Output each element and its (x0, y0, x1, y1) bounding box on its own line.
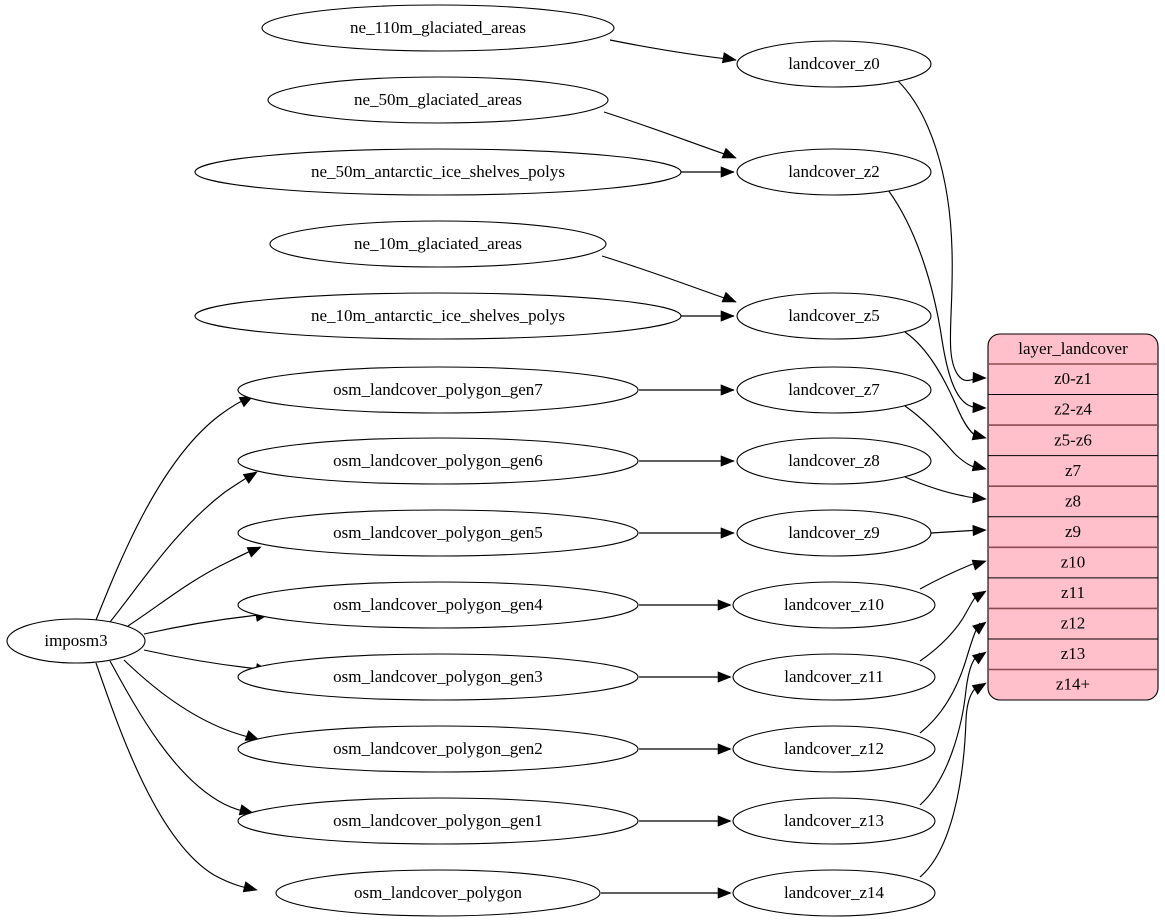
arrow-head (972, 621, 987, 635)
node-shape-landcover_z11[interactable] (732, 653, 936, 701)
edge-ne_10m_glaciated_areas-to-landcover_z5 (601, 255, 737, 303)
node-osm_landcover_polygon_gen3[interactable]: osm_landcover_polygon_gen3 (237, 653, 639, 701)
arrow-head (971, 651, 987, 665)
node-osm_landcover_polygon_gen4[interactable]: osm_landcover_polygon_gen4 (237, 581, 639, 629)
edge-landcover_z0-to-row_z0-z1 (896, 79, 981, 382)
arrow-head (721, 147, 737, 159)
node-shape-osm_landcover_polygon_gen2[interactable] (237, 725, 639, 773)
arrow-head (717, 887, 732, 899)
node-shape-landcover_z12[interactable] (732, 725, 936, 773)
node-shape-landcover_z10[interactable] (732, 581, 936, 629)
node-landcover_z10[interactable]: landcover_z10 (732, 581, 936, 629)
nodes-layer: imposm3 ne_110m_glaciated_areas ne_50m_gla… (6, 4, 936, 917)
edge-imposm3-to-osm_landcover_polygon_gen6 (109, 471, 257, 623)
node-imposm3[interactable]: imposm3 (6, 618, 146, 664)
node-landcover_z12[interactable]: landcover_z12 (732, 725, 936, 773)
arrow-head (971, 559, 987, 571)
node-osm_landcover_polygon_gen6[interactable]: osm_landcover_polygon_gen6 (237, 437, 639, 485)
edge-landcover_z10-to-row_z10 (919, 560, 981, 590)
node-shape-ne_50m_antarctic_ice_shelves_polys[interactable] (194, 148, 682, 196)
edge-imposm3-to-osm_landcover_polygon_gen4 (143, 613, 269, 635)
node-shape-landcover_z8[interactable] (736, 437, 932, 485)
edge-landcover_z8-to-row_z8 (904, 476, 981, 500)
arrow-head (971, 590, 987, 603)
node-layer_landcover[interactable]: layer_landcoverz0-z1z2-z4z5-z6z7z8z9z10z… (987, 333, 1159, 701)
node-osm_landcover_polygon_gen1[interactable]: osm_landcover_polygon_gen1 (237, 797, 639, 845)
edge-imposm3-to-osm_landcover_polygon_gen5 (127, 546, 261, 627)
node-shape-landcover_z2[interactable] (736, 148, 932, 196)
edge-ne_110m_glaciated_areas-to-landcover_z0 (609, 39, 737, 61)
arrow-head (971, 682, 987, 695)
arrow-head (242, 881, 258, 893)
node-osm_landcover_polygon_gen5[interactable]: osm_landcover_polygon_gen5 (237, 509, 639, 557)
node-osm_landcover_polygon[interactable]: osm_landcover_polygon (275, 869, 601, 917)
arrow-head (972, 524, 987, 537)
arrow-head (971, 429, 987, 441)
arrow-head (720, 527, 735, 539)
node-landcover_z2[interactable]: landcover_z2 (736, 148, 932, 196)
edge-imposm3-to-osm_landcover_polygon_gen7 (95, 395, 253, 621)
arrow-head (720, 166, 735, 178)
node-ne_50m_antarctic_ice_shelves_polys[interactable]: ne_50m_antarctic_ice_shelves_polys (194, 148, 682, 196)
arrow-head (720, 384, 735, 396)
node-landcover_z11[interactable]: landcover_z11 (732, 653, 936, 701)
node-shape-landcover_z14[interactable] (732, 869, 936, 917)
edge-landcover_z13-to-row_z13 (919, 652, 981, 806)
arrow-head (721, 52, 737, 64)
edge-imposm3-to-osm_landcover_polygon (95, 662, 257, 891)
arrow-head (721, 291, 737, 303)
arrow-head (971, 460, 987, 472)
node-shape-landcover_z13[interactable] (732, 797, 936, 845)
node-landcover_z8[interactable]: landcover_z8 (736, 437, 932, 485)
edge-imposm3-to-osm_landcover_polygon_gen2 (123, 659, 259, 741)
node-shape-osm_landcover_polygon_gen5[interactable] (237, 509, 639, 557)
node-ne_110m_glaciated_areas[interactable]: ne_110m_glaciated_areas (261, 4, 615, 52)
node-shape-ne_110m_glaciated_areas[interactable] (261, 4, 615, 52)
node-shape-osm_landcover_polygon[interactable] (275, 869, 601, 917)
edge-landcover_z9-to-row_z9 (930, 529, 981, 534)
arrow-head (717, 671, 732, 683)
arrow-head (717, 599, 732, 611)
node-shape-osm_landcover_polygon_gen1[interactable] (237, 797, 639, 845)
edge-landcover_z14-to-row_z14+ (919, 683, 981, 878)
node-shape-landcover_z5[interactable] (736, 292, 932, 340)
node-shape-landcover_z7[interactable] (736, 366, 932, 414)
arrow-head (246, 546, 262, 558)
arrow-head (720, 310, 735, 322)
node-osm_landcover_polygon_gen2[interactable]: osm_landcover_polygon_gen2 (237, 725, 639, 773)
node-shape-osm_landcover_polygon_gen4[interactable] (237, 581, 639, 629)
node-landcover_z13[interactable]: landcover_z13 (732, 797, 936, 845)
edge-imposm3-to-osm_landcover_polygon_gen1 (109, 660, 253, 814)
node-shape-imposm3[interactable] (6, 618, 146, 664)
node-shape-landcover_z9[interactable] (736, 509, 932, 557)
edge-imposm3-to-osm_landcover_polygon_gen3 (143, 649, 269, 672)
node-ne_10m_glaciated_areas[interactable]: ne_10m_glaciated_areas (269, 220, 607, 268)
edge-landcover_z7-to-row_z7 (904, 405, 979, 469)
arrow-head (972, 401, 987, 414)
node-shape-ne_10m_glaciated_areas[interactable] (269, 220, 607, 268)
arrow-head (972, 491, 987, 504)
edge-ne_50m_glaciated_areas-to-landcover_z2 (603, 111, 737, 159)
node-ne_10m_antarctic_ice_shelves_polys[interactable]: ne_10m_antarctic_ice_shelves_polys (194, 292, 682, 340)
node-landcover_z9[interactable]: landcover_z9 (736, 509, 932, 557)
node-landcover_z14[interactable]: landcover_z14 (732, 869, 936, 917)
node-shape-ne_50m_glaciated_areas[interactable] (267, 76, 609, 124)
node-osm_landcover_polygon_gen7[interactable]: osm_landcover_polygon_gen7 (237, 366, 639, 414)
node-landcover_z5[interactable]: landcover_z5 (736, 292, 932, 340)
node-landcover_z0[interactable]: landcover_z0 (736, 40, 932, 88)
arrow-head (717, 743, 732, 755)
node-shape-osm_landcover_polygon_gen7[interactable] (237, 366, 639, 414)
arrow-head (972, 371, 987, 384)
node-shape-landcover_z0[interactable] (736, 40, 932, 88)
table-node-layer: layer_landcoverz0-z1z2-z4z5-z6z7z8z9z10z… (987, 333, 1159, 701)
arrow-head (720, 455, 735, 467)
node-landcover_z7[interactable]: landcover_z7 (736, 366, 932, 414)
arrow-head (717, 815, 732, 827)
node-ne_50m_glaciated_areas[interactable]: ne_50m_glaciated_areas (267, 76, 609, 124)
arrow-head (242, 471, 258, 484)
node-shape-ne_10m_antarctic_ice_shelves_polys[interactable] (194, 292, 682, 340)
node-shape-osm_landcover_polygon_gen6[interactable] (237, 437, 639, 485)
node-shape-osm_landcover_polygon_gen3[interactable] (237, 653, 639, 701)
